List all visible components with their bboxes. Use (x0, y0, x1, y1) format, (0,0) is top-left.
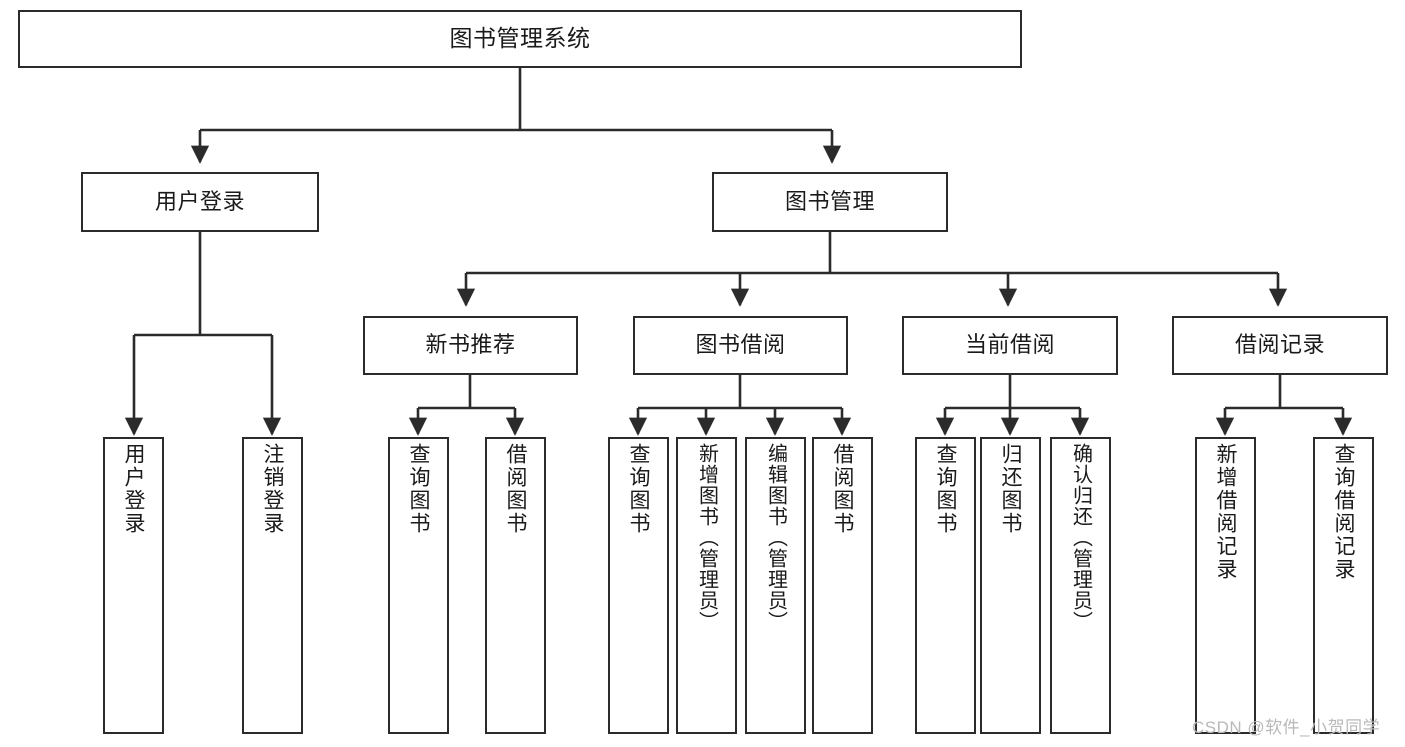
node-new-book-recommend[interactable]: 新书推荐 (363, 316, 578, 375)
leaf-recommend-query-books[interactable]: 查询图书 (388, 437, 449, 734)
node-label: 查询图书 (627, 443, 650, 535)
node-root-book-management-system[interactable]: 图书管理系统 (18, 10, 1022, 68)
node-borrow-record[interactable]: 借阅记录 (1172, 316, 1388, 375)
leaf-borrow-books[interactable]: 借阅图书 (812, 437, 873, 734)
watermark: CSDN @软件_小贺同学 (1192, 718, 1381, 737)
node-label: 编辑图书（管理员） (764, 443, 787, 632)
leaf-borrow-query-books[interactable]: 查询图书 (608, 437, 669, 734)
node-label: 归还图书 (999, 443, 1022, 535)
node-label: 注销登录 (261, 443, 284, 535)
node-label: 借阅记录 (1234, 332, 1325, 358)
node-book-management[interactable]: 图书管理 (712, 172, 948, 232)
node-label: 用户登录 (154, 188, 245, 214)
node-label: 借阅图书 (504, 443, 527, 535)
node-label: 查询借阅记录 (1332, 443, 1355, 581)
leaf-logout[interactable]: 注销登录 (242, 437, 303, 734)
node-label: 新增图书（管理员） (695, 443, 718, 632)
leaf-current-query-books[interactable]: 查询图书 (915, 437, 976, 734)
node-label: 查询图书 (934, 443, 957, 535)
leaf-recommend-borrow-books[interactable]: 借阅图书 (485, 437, 546, 734)
leaf-add-borrow-record[interactable]: 新增借阅记录 (1195, 437, 1256, 734)
leaf-user-login[interactable]: 用户登录 (103, 437, 164, 734)
node-label: 确认归还（管理员） (1069, 443, 1092, 632)
node-label: 查询图书 (407, 443, 430, 535)
leaf-add-book-admin[interactable]: 新增图书（管理员） (676, 437, 737, 734)
node-label: 图书管理 (784, 188, 875, 214)
node-book-borrow[interactable]: 图书借阅 (633, 316, 848, 375)
node-label: 当前借阅 (964, 332, 1055, 358)
leaf-confirm-return-admin[interactable]: 确认归还（管理员） (1050, 437, 1111, 734)
node-label: 新增借阅记录 (1214, 443, 1237, 581)
node-label: 用户登录 (122, 443, 145, 535)
leaf-return-books[interactable]: 归还图书 (980, 437, 1041, 734)
node-user-login[interactable]: 用户登录 (81, 172, 319, 232)
leaf-edit-book-admin[interactable]: 编辑图书（管理员） (745, 437, 806, 734)
node-label: 借阅图书 (831, 443, 854, 535)
node-label: 图书借阅 (695, 332, 786, 358)
node-label: 新书推荐 (425, 332, 516, 358)
node-label: 图书管理系统 (449, 25, 591, 52)
leaf-query-borrow-record[interactable]: 查询借阅记录 (1313, 437, 1374, 734)
node-current-borrow[interactable]: 当前借阅 (902, 316, 1118, 375)
